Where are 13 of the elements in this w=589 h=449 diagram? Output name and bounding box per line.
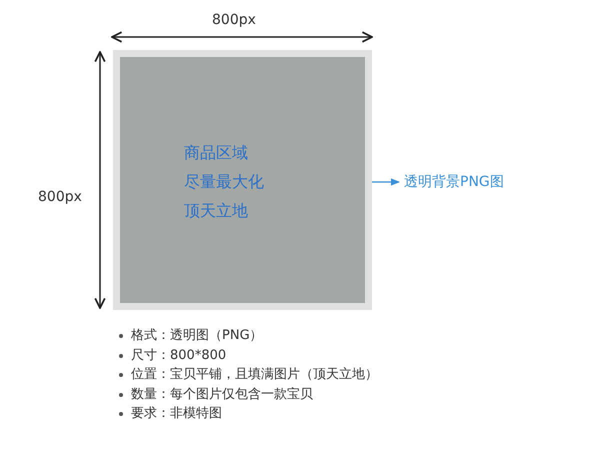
arrow-label: 透明背景PNG图 [404,173,505,192]
requirement-item: 格式：透明图（PNG） [131,327,263,345]
area-note: 商品区域 [184,143,248,163]
requirement-item: 要求：非模特图 [131,405,222,423]
area-note: 顶天立地 [184,201,248,221]
product-area-square [113,50,372,310]
requirement-item: 数量：每个图片仅包含一款宝贝 [131,386,313,404]
dimension-label: 800px [38,188,82,206]
requirement-item: 尺寸：800*800 [131,346,226,364]
area-note: 尽量最大化 [184,172,264,192]
dimension-label: 800px [212,11,256,29]
requirement-item: 位置：宝贝平铺，且填满图片（顶天立地） [131,366,378,384]
arrow [370,178,400,186]
